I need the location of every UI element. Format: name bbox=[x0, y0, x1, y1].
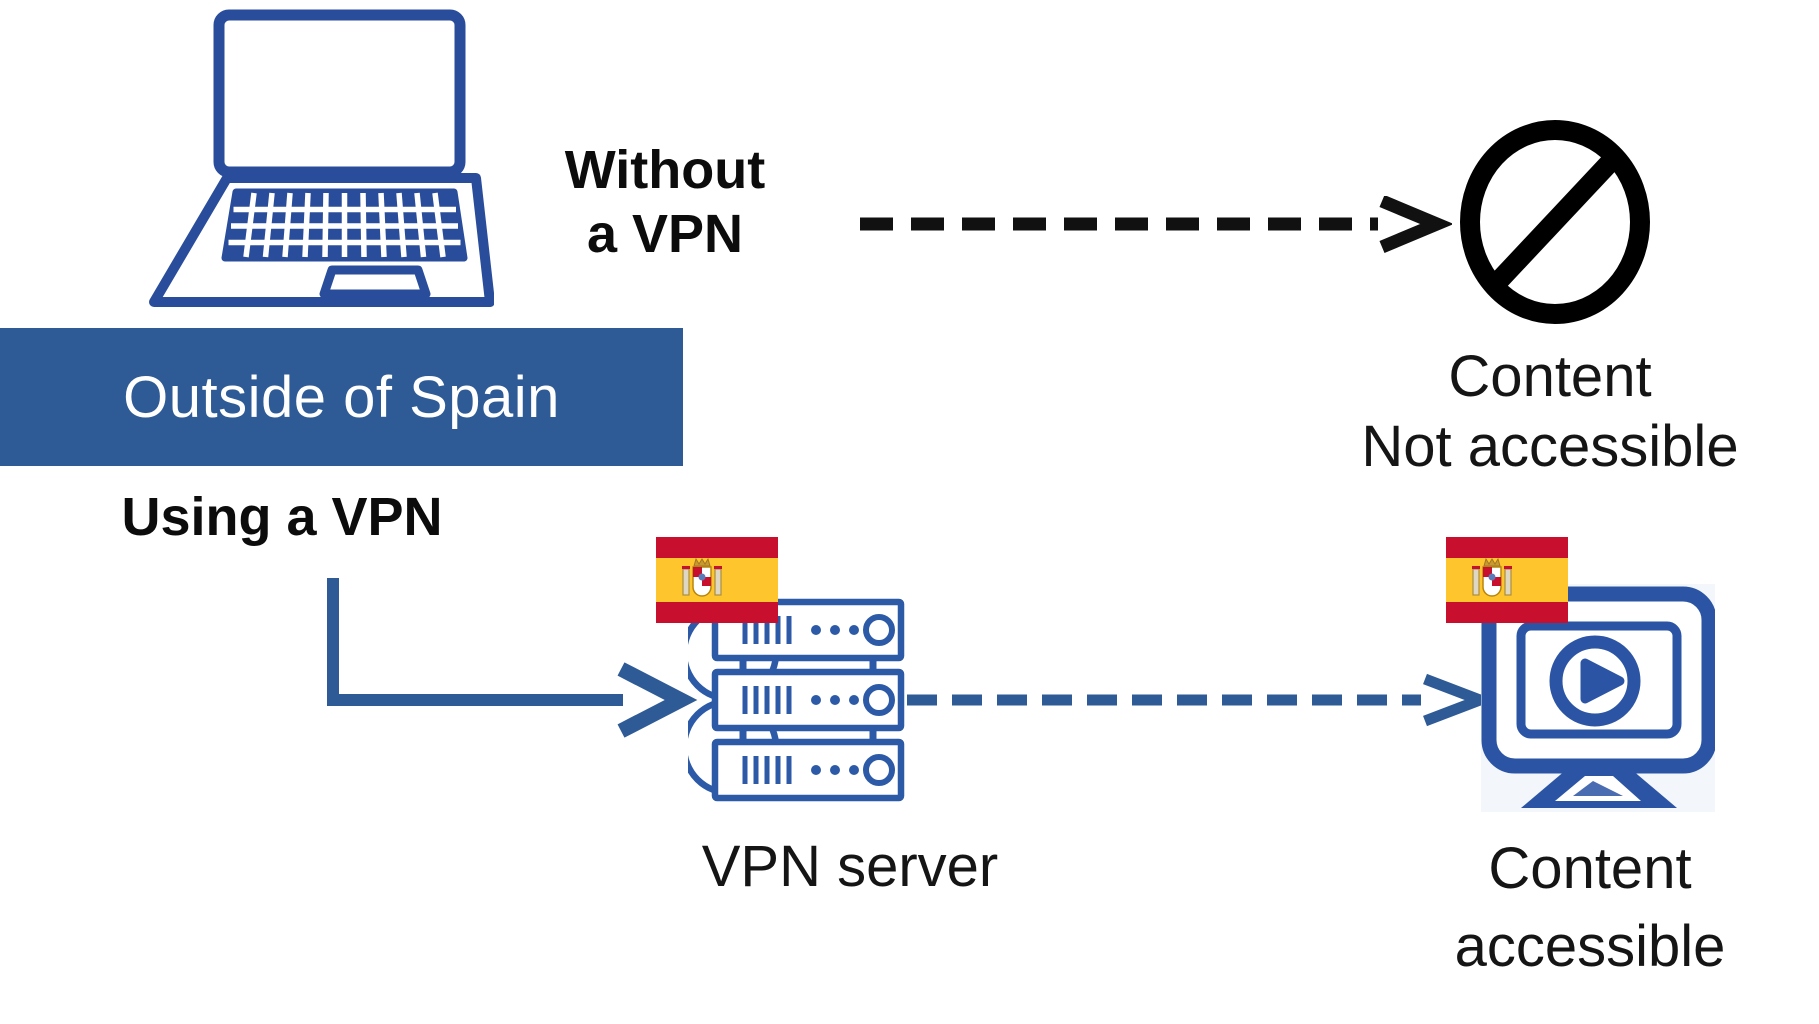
content-not-accessible-line1: Content bbox=[1448, 344, 1652, 409]
content-accessible-label: Content accessible bbox=[1340, 830, 1819, 986]
using-vpn-label: Using a VPN bbox=[82, 485, 482, 549]
spain-flag-icon bbox=[656, 537, 778, 623]
without-vpn-label-line1: Without bbox=[564, 140, 766, 200]
content-not-accessible-line2: Not accessible bbox=[1361, 414, 1739, 479]
blocked-icon bbox=[1460, 120, 1650, 324]
monitor-play-icon bbox=[1481, 586, 1715, 808]
spain-flag-icon bbox=[1446, 537, 1568, 623]
using-vpn-label-text: Using a VPN bbox=[121, 487, 443, 547]
blue-solid-elbow-arrow bbox=[327, 578, 698, 738]
content-accessible-line2: accessible bbox=[1454, 914, 1726, 979]
black-dashed-arrow bbox=[860, 196, 1452, 253]
laptop-icon bbox=[149, 9, 494, 307]
vpn-server-label: VPN server bbox=[600, 832, 1100, 902]
content-accessible-line1: Content bbox=[1488, 836, 1692, 901]
spain-coat-of-arms-icon bbox=[1472, 557, 1512, 597]
content-not-accessible-label: Content Not accessible bbox=[1300, 342, 1800, 482]
region-banner-label: Outside of Spain bbox=[123, 364, 560, 430]
spain-coat-of-arms-icon bbox=[682, 557, 722, 597]
region-banner: Outside of Spain bbox=[0, 328, 683, 466]
without-vpn-label: Without a VPN bbox=[465, 138, 865, 266]
without-vpn-label-line2: a VPN bbox=[586, 204, 744, 264]
vpn-server-label-text: VPN server bbox=[701, 834, 999, 899]
blue-dashed-arrow bbox=[907, 673, 1495, 727]
